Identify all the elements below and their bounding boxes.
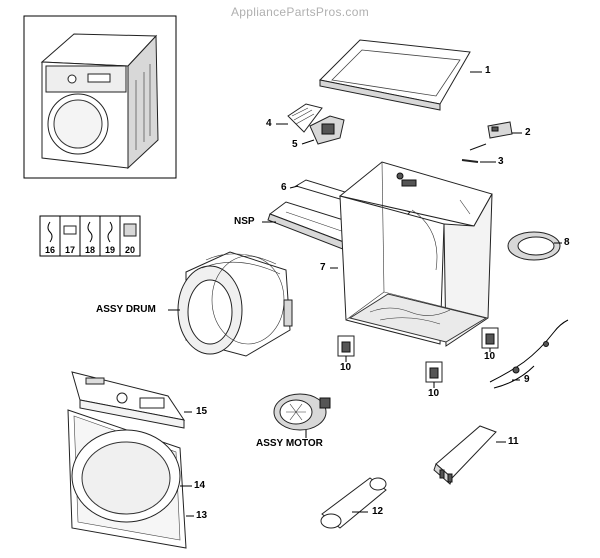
part-4-filter — [276, 103, 323, 133]
part-9-wiring-harness — [489, 319, 569, 389]
accessory-label-16: 16 — [45, 245, 55, 255]
cabinet — [330, 161, 493, 347]
callout-13: 13 — [196, 510, 208, 521]
part-8-door-seal — [507, 231, 562, 261]
part-14-door — [71, 429, 192, 523]
part-15-control-panel — [71, 371, 192, 429]
accessory-label-20: 20 — [125, 245, 135, 255]
callout-9: 9 — [524, 374, 530, 385]
callout-10-left: 10 — [340, 362, 352, 373]
assy-motor — [273, 393, 331, 438]
callout-2: 2 — [525, 127, 531, 138]
part-5-filter-housing — [301, 115, 345, 145]
callout-assy-motor: ASSY MOTOR — [256, 438, 323, 449]
callout-4: 4 — [266, 118, 272, 129]
accessory-icon-19 — [107, 221, 113, 243]
accessory-label-19: 19 — [105, 245, 115, 255]
assy-drum — [168, 251, 293, 357]
callout-5: 5 — [292, 139, 298, 150]
callout-7: 7 — [320, 262, 326, 273]
callout-1: 1 — [485, 65, 491, 76]
callout-8: 8 — [564, 237, 570, 248]
part-3-sensor — [461, 143, 496, 163]
callout-10-right: 10 — [484, 351, 496, 362]
accessory-boxes: 16 17 18 19 20 — [39, 215, 141, 257]
callout-15: 15 — [196, 406, 208, 417]
callout-12: 12 — [372, 506, 384, 517]
callout-nsp: NSP — [234, 216, 255, 227]
callout-10-middle: 10 — [428, 388, 440, 399]
accessory-icon-20 — [123, 223, 137, 237]
accessory-label-18: 18 — [85, 245, 95, 255]
callout-6: 6 — [281, 182, 287, 193]
reference-dryer-illustration — [23, 15, 177, 179]
accessory-label-17: 17 — [65, 245, 75, 255]
part-10-leveling-feet — [337, 327, 499, 388]
part-12-duct — [320, 477, 387, 529]
part-2-module — [487, 121, 522, 139]
callout-11: 11 — [508, 436, 519, 447]
part-1-top-panel — [318, 39, 482, 111]
callout-assy-drum: ASSY DRUM — [96, 304, 156, 315]
callout-14: 14 — [194, 480, 206, 491]
accessory-icon-16 — [47, 221, 53, 243]
part-11-control-module — [433, 425, 506, 485]
callout-3: 3 — [498, 156, 504, 167]
watermark: AppliancePartsPros.com — [231, 5, 369, 19]
accessory-icon-17 — [63, 225, 77, 235]
accessory-icon-18 — [87, 221, 93, 243]
